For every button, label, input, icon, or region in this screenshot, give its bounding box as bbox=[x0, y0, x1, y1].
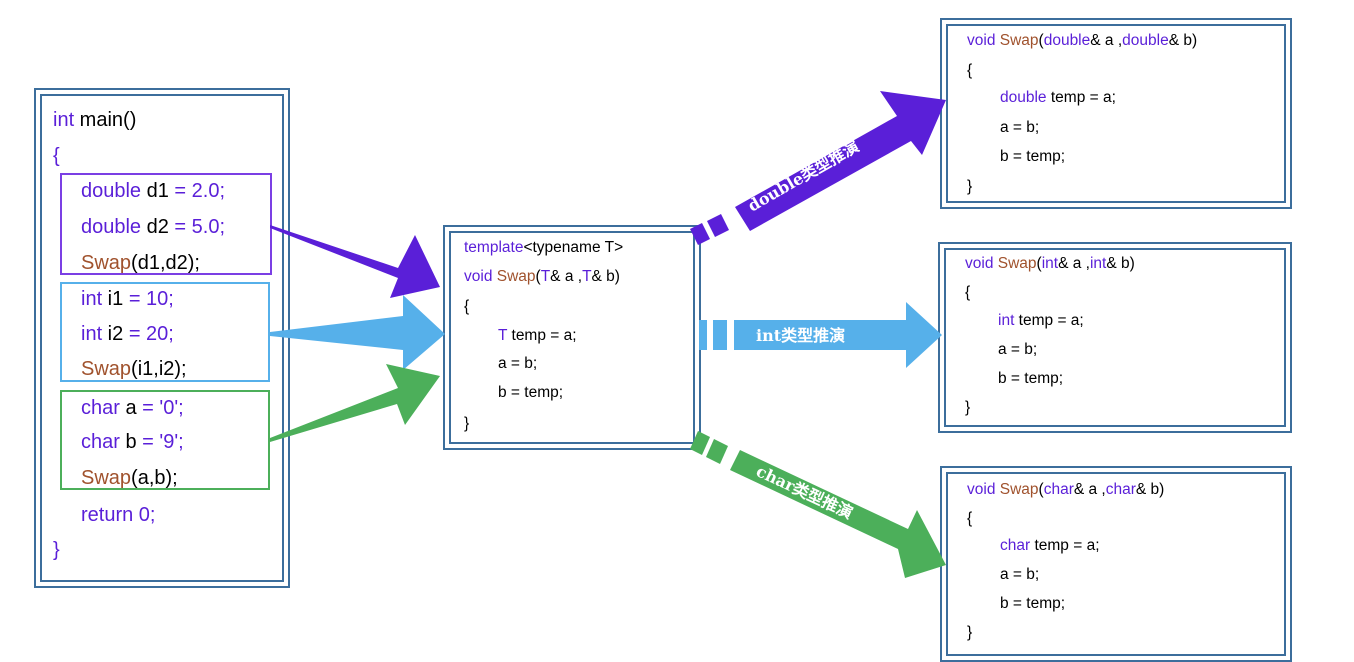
swap-char-body-assign-a: a = b; bbox=[1000, 566, 1040, 583]
swap-double-body-assign-b: b = temp; bbox=[1000, 148, 1066, 165]
template-code: template<typename T> void Swap(T& a ,T& … bbox=[464, 238, 694, 438]
int-call-group bbox=[60, 282, 270, 382]
template-body-assign-a: a = b; bbox=[498, 355, 538, 372]
call-swap-int: Swap(i1,i2); bbox=[81, 358, 187, 380]
template-body-assign-b: b = temp; bbox=[498, 384, 564, 401]
swap-char-signature: void Swap(char& a ,char& b) bbox=[967, 481, 1165, 498]
double-derivation-arrow: double类型推演 bbox=[690, 91, 946, 245]
swap-char-close-brace: } bbox=[967, 624, 973, 641]
swap-int-close-brace: } bbox=[965, 399, 971, 416]
swap-double-open-brace: { bbox=[967, 62, 973, 79]
main-signature: int main() bbox=[53, 109, 137, 131]
char-derivation-arrow: char类型推演 bbox=[690, 431, 946, 578]
swap-int-body-assign-b: b = temp; bbox=[998, 370, 1064, 387]
main-close-brace: } bbox=[53, 539, 60, 561]
swap-int-signature: void Swap(int& a ,int& b) bbox=[965, 255, 1135, 272]
swap-int-box bbox=[938, 242, 1292, 433]
swap-double-box bbox=[940, 18, 1292, 209]
decl-d1: double d1 = 2.0; bbox=[81, 180, 226, 202]
char-derivation-label: char类型推演 bbox=[753, 461, 855, 522]
swap-int-code: void Swap(int& a ,int& b) { int temp = a… bbox=[965, 254, 1285, 424]
swap-char-body-temp: char temp = a; bbox=[1000, 537, 1100, 554]
decl-i1: int i1 = 10; bbox=[81, 288, 174, 310]
double-call-arrow bbox=[270, 225, 440, 298]
return-statement: return 0; bbox=[81, 504, 156, 526]
template-declaration: template<typename T> bbox=[464, 239, 624, 256]
decl-d2: double d2 = 5.0; bbox=[81, 216, 226, 238]
int-derivation-arrow: int类型推演 bbox=[699, 302, 942, 368]
call-swap-char: Swap(a,b); bbox=[81, 467, 178, 489]
template-signature: void Swap(T& a ,T& b) bbox=[464, 268, 620, 285]
swap-double-close-brace: } bbox=[967, 178, 973, 195]
swap-double-code: void Swap(double& a ,double& b) { double… bbox=[967, 31, 1287, 201]
template-open-brace: { bbox=[464, 298, 470, 315]
swap-int-body-assign-a: a = b; bbox=[998, 341, 1038, 358]
call-swap-double: Swap(d1,d2); bbox=[81, 252, 200, 274]
template-function-box bbox=[443, 225, 701, 450]
main-function-box bbox=[34, 88, 290, 588]
int-derivation-label: int类型推演 bbox=[756, 326, 845, 345]
template-body-temp: T temp = a; bbox=[498, 327, 577, 344]
int-call-arrow bbox=[270, 295, 445, 370]
swap-double-signature: void Swap(double& a ,double& b) bbox=[967, 32, 1198, 49]
main-open-brace: { bbox=[53, 145, 60, 167]
main-code: int main() { double d1 = 2.0; double d2 … bbox=[53, 108, 283, 568]
double-call-group bbox=[60, 173, 272, 275]
swap-int-open-brace: { bbox=[965, 284, 971, 301]
char-call-group bbox=[60, 390, 270, 490]
decl-a: char a = '0'; bbox=[81, 397, 184, 419]
decl-i2: int i2 = 20; bbox=[81, 323, 174, 345]
template-close-brace: } bbox=[464, 415, 470, 432]
swap-char-box bbox=[940, 466, 1292, 662]
decl-b: char b = '9'; bbox=[81, 431, 184, 453]
swap-double-body-assign-a: a = b; bbox=[1000, 119, 1040, 136]
swap-char-open-brace: { bbox=[967, 510, 973, 527]
swap-char-code: void Swap(char& a ,char& b) { char temp … bbox=[967, 480, 1287, 650]
swap-double-body-temp: double temp = a; bbox=[1000, 89, 1116, 106]
swap-char-body-assign-b: b = temp; bbox=[1000, 595, 1066, 612]
char-call-arrow bbox=[270, 364, 440, 442]
swap-int-body-temp: int temp = a; bbox=[998, 312, 1084, 329]
